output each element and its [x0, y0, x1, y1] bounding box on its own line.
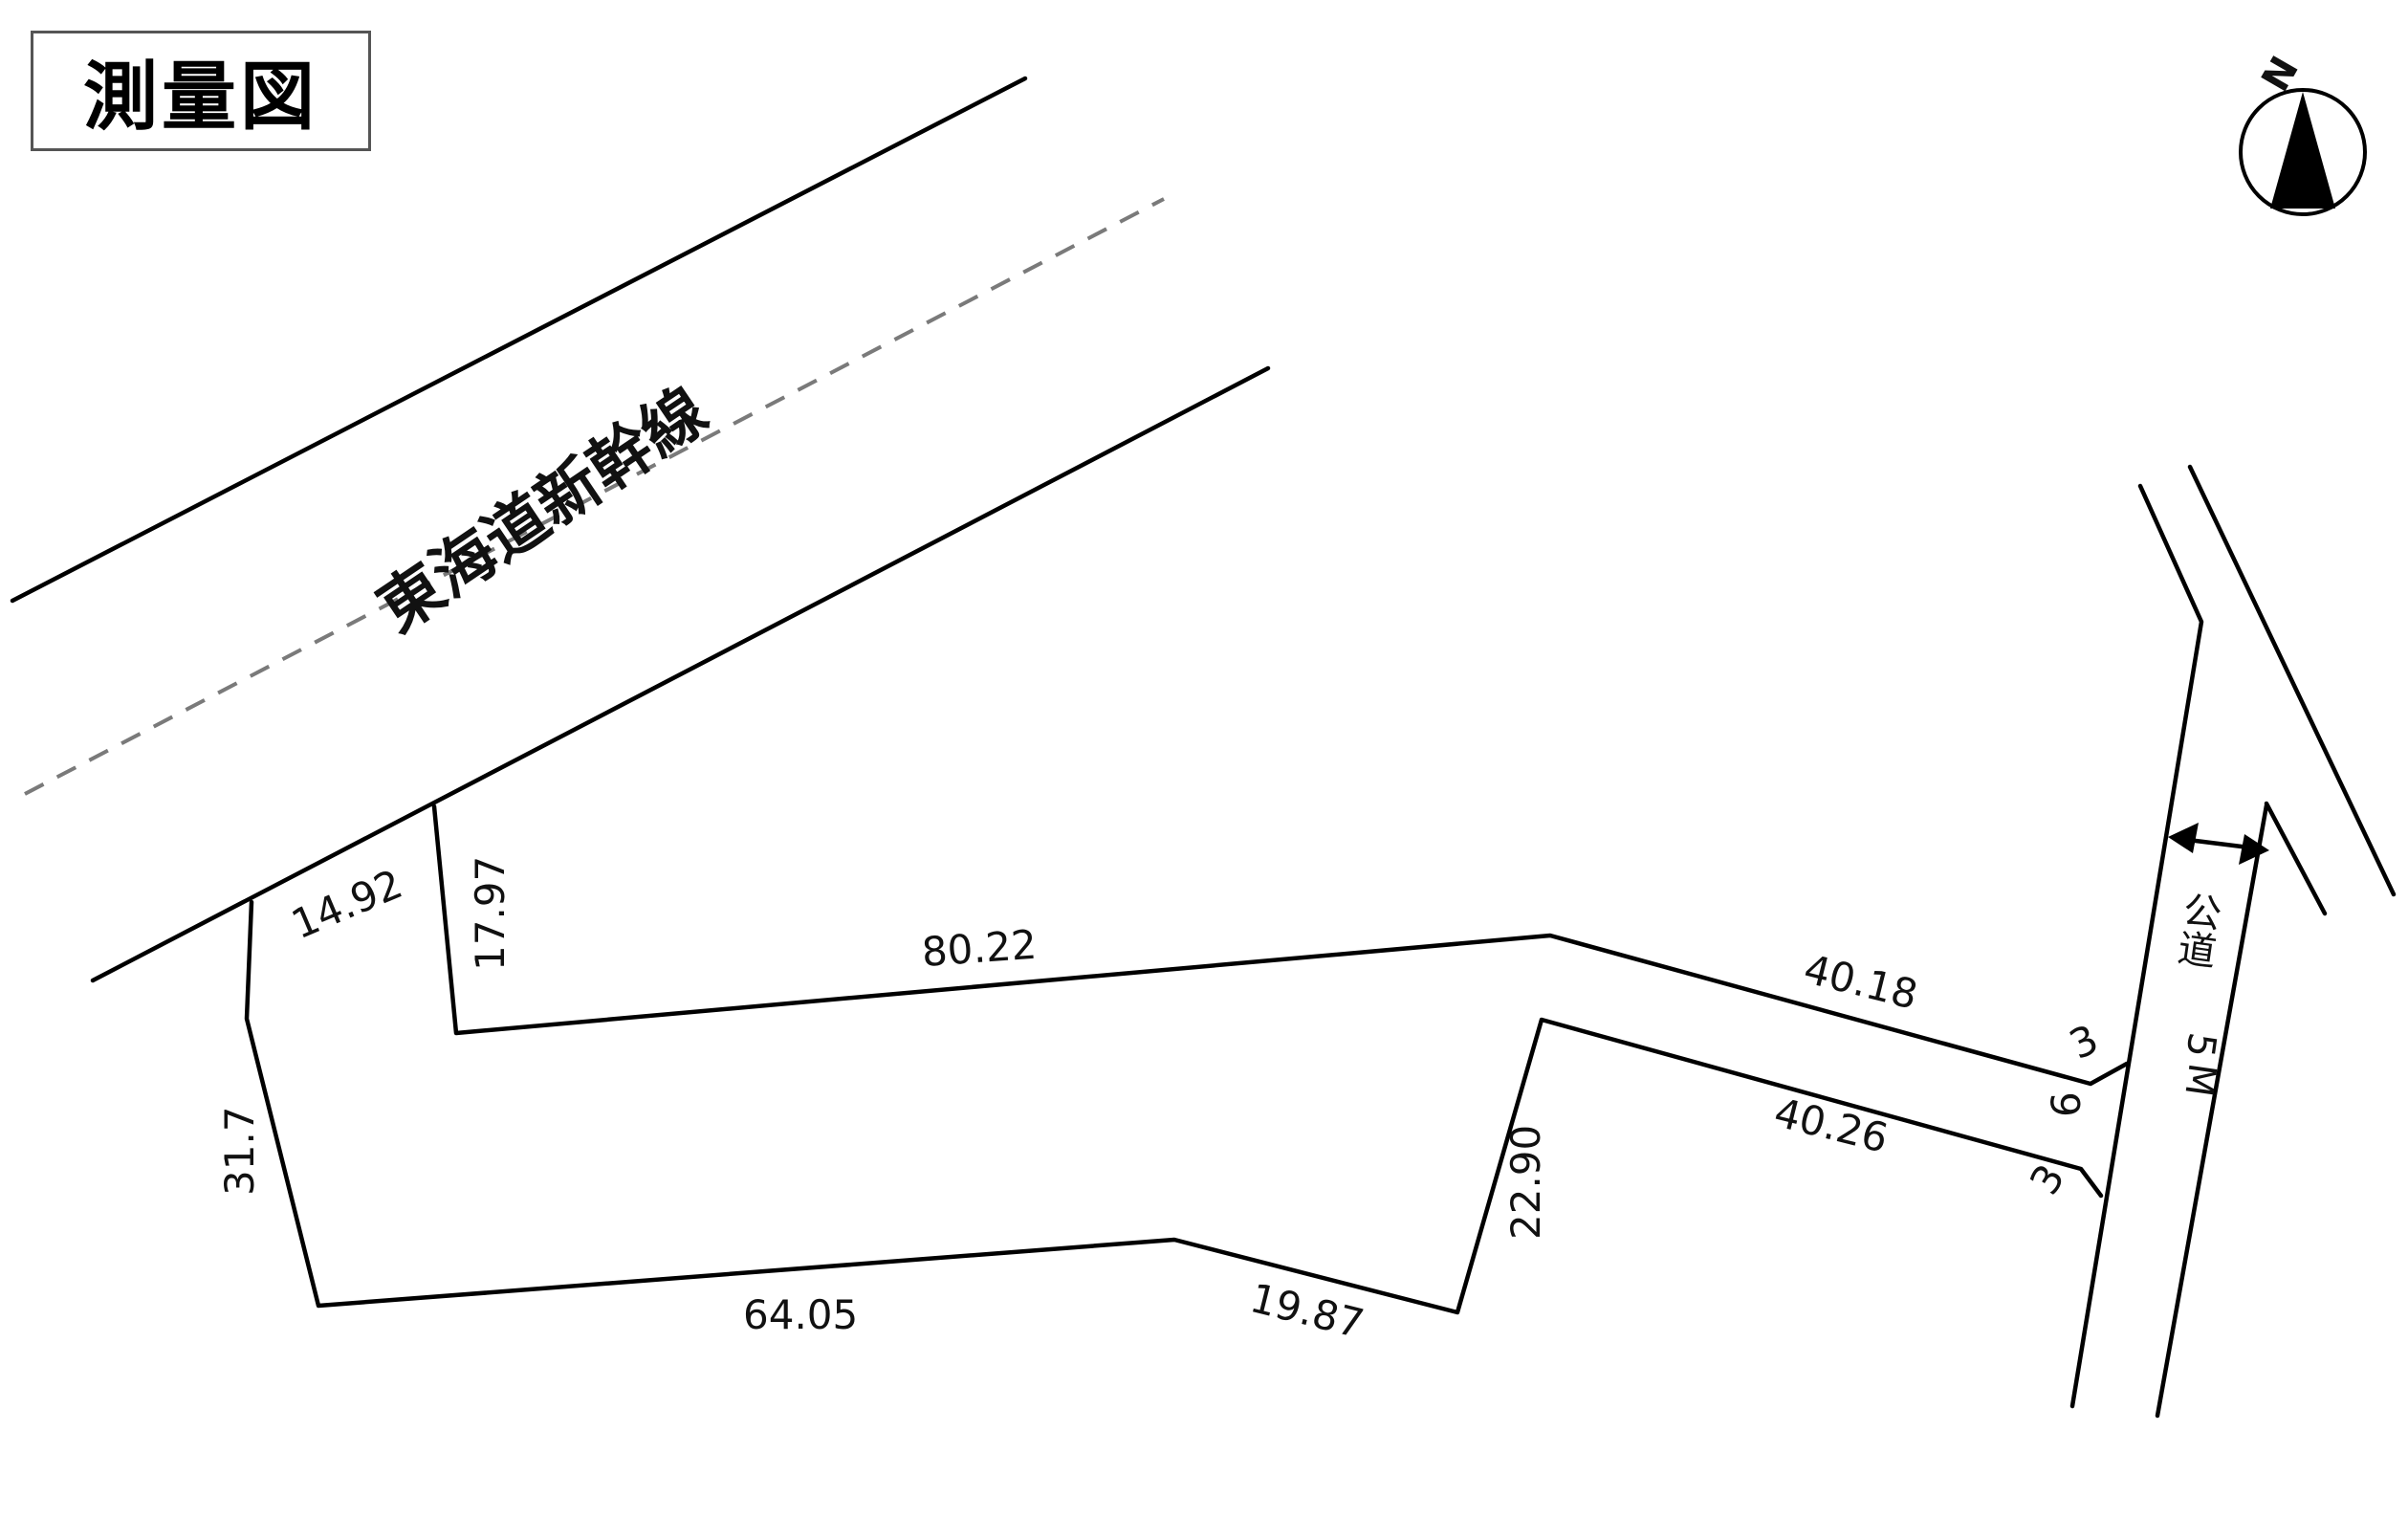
- dimension-label: 17.97: [467, 856, 514, 971]
- road-label-kanji: 公道: [2169, 889, 2223, 971]
- road-width-value: 5: [2178, 1030, 2224, 1061]
- dimension-label: 80.22: [920, 921, 1038, 976]
- parcel-top-boundary: [431, 804, 2130, 1087]
- road-width-arrow: [2168, 823, 2269, 865]
- dimension-label: 3: [2063, 1015, 2106, 1068]
- dimension-label: 6: [2043, 1091, 2090, 1117]
- railway-lower-edge: [90, 365, 1271, 983]
- dimension-label: 14.92: [285, 860, 409, 948]
- dimension-label: 31.7: [216, 1106, 263, 1196]
- public-road: 公道 5 M: [2069, 464, 2397, 1419]
- dimension-label: 22.90: [1502, 1125, 1549, 1240]
- page-title: 測量図: [82, 55, 318, 141]
- parcel-boundary: [244, 804, 2130, 1315]
- road-right-inner-edge: [2264, 801, 2328, 916]
- north-arrow-icon: [2270, 92, 2335, 209]
- dimension-label: 64.05: [743, 1291, 858, 1338]
- railway: 東海道新幹線: [10, 76, 1271, 983]
- parcel-upper-boundary: [244, 899, 2104, 1315]
- railway-centerline: [24, 197, 1165, 796]
- railway-label: 東海道新幹線: [365, 374, 720, 647]
- compass: N: [2239, 50, 2367, 216]
- road-right-edge: [2187, 464, 2397, 897]
- road-width-unit: M: [2176, 1061, 2223, 1100]
- railway-upper-edge: [10, 76, 1028, 604]
- dimension-labels: 14.92 17.97 80.22 40.18 3 6 3 40.26 22.9…: [216, 856, 2105, 1348]
- compass-circle: [2239, 88, 2367, 216]
- road-left-edge: [2069, 483, 2204, 1409]
- title-box: 測量図: [31, 31, 371, 151]
- road-right-lower-edge: [2155, 803, 2269, 1419]
